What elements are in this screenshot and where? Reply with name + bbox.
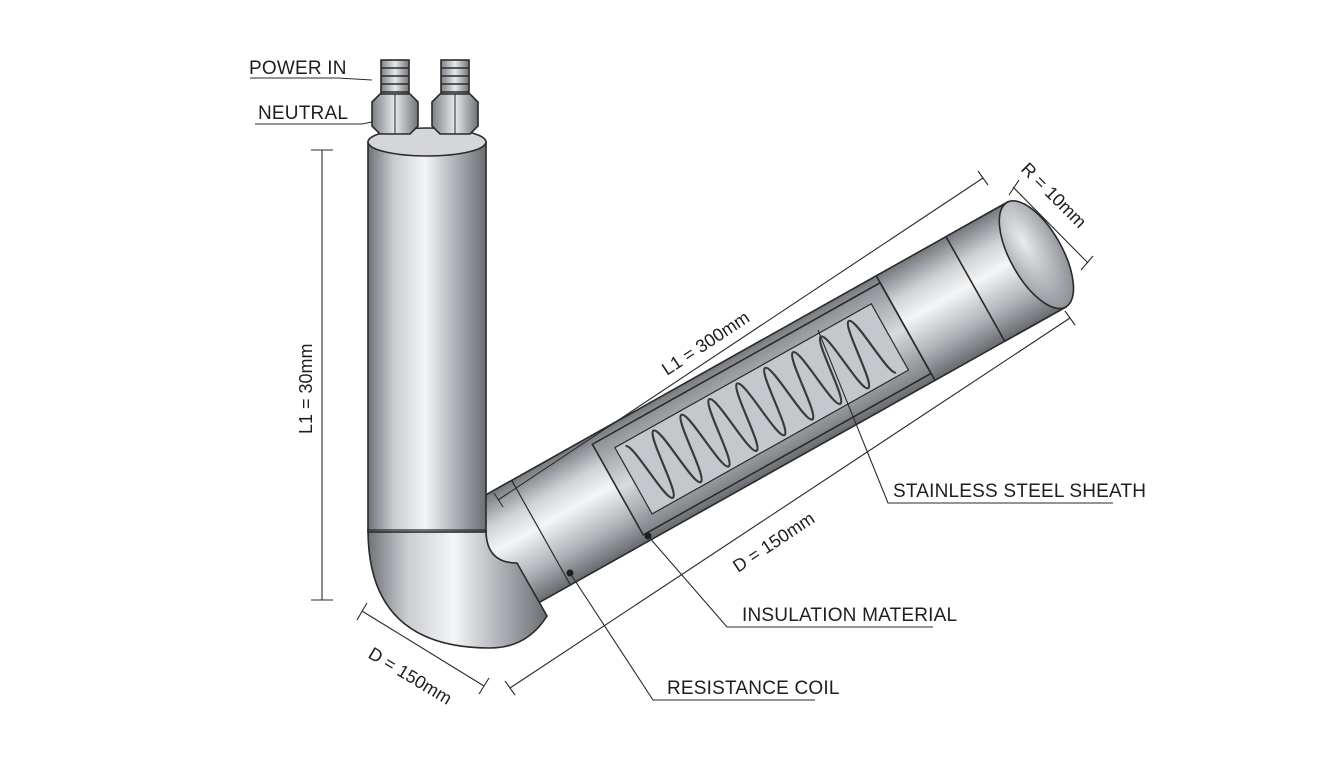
elbow-bend bbox=[367, 529, 548, 649]
stainless-steel-sheath-label: STAINLESS STEEL SHEATH bbox=[893, 481, 1146, 502]
pipe-diameter-dimension: D = 150mm bbox=[729, 508, 818, 576]
neutral-label: NEUTRAL bbox=[258, 103, 348, 124]
neutral-terminal bbox=[431, 59, 479, 135]
power-in-label: POWER IN bbox=[249, 58, 347, 79]
leader-lines bbox=[250, 77, 1113, 701]
dimension-lines bbox=[311, 149, 1094, 696]
power-terminal bbox=[371, 59, 419, 135]
vertical-pipe-top bbox=[367, 127, 487, 157]
pipe-end-cap bbox=[998, 200, 1075, 310]
resistance-coil-label: RESISTANCE COIL bbox=[667, 678, 840, 699]
vertical-length-dimension: L1 = 30mm bbox=[296, 343, 316, 434]
coil-leader-dot bbox=[566, 569, 574, 577]
insulation-leader-dot bbox=[644, 532, 652, 540]
resistance-coil-spiral bbox=[624, 319, 898, 499]
bend-diameter-dimension: D = 150mm bbox=[365, 643, 455, 708]
vertical-pipe bbox=[367, 141, 487, 533]
heater-body bbox=[367, 59, 1075, 649]
insulation-material-label: INSULATION MATERIAL bbox=[742, 605, 957, 626]
horizontal-pipe bbox=[456, 200, 1075, 617]
